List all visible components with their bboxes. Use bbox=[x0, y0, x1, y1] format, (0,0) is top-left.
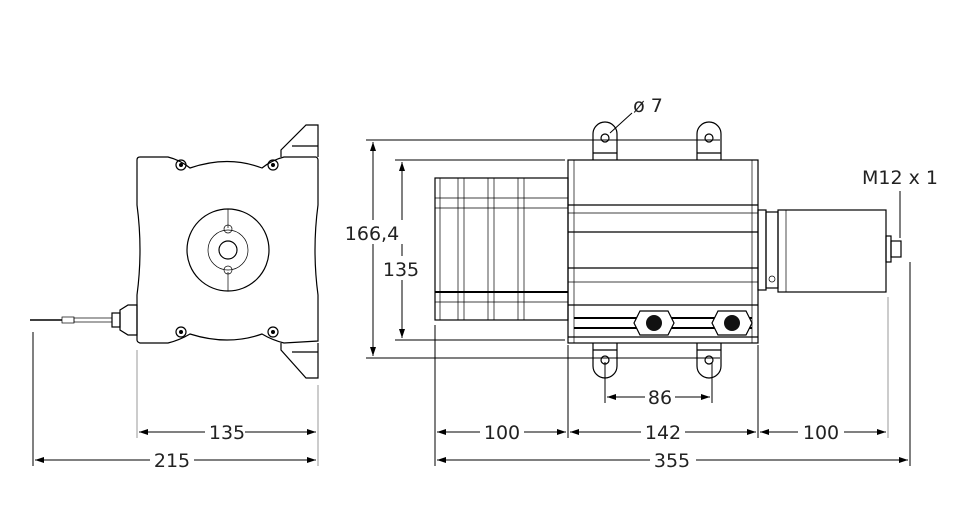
side-view bbox=[434, 121, 902, 379]
front-view bbox=[30, 124, 319, 379]
cable-and-gland bbox=[30, 304, 138, 336]
dim-front-width: 135 bbox=[209, 422, 245, 444]
corner-screws bbox=[175, 159, 279, 338]
encoder bbox=[757, 209, 902, 293]
main-housing bbox=[567, 159, 759, 344]
dim-drum-length: 100 bbox=[484, 422, 520, 444]
shaft bbox=[218, 240, 238, 260]
clamp-screw-icon bbox=[724, 315, 740, 331]
dim-overall-height: 166,4 bbox=[345, 223, 399, 245]
mounting-lugs bbox=[592, 121, 722, 379]
hub bbox=[207, 229, 249, 271]
mounting-ear-bottom bbox=[280, 343, 319, 379]
connector-label: M12 x 1 bbox=[862, 167, 938, 189]
dimension-lines bbox=[35, 142, 908, 463]
clamp-screw-icon bbox=[646, 315, 662, 331]
screw-icon bbox=[223, 224, 233, 234]
extension-lines bbox=[32, 112, 911, 466]
dim-front-total-width: 215 bbox=[154, 450, 190, 472]
dim-hole-diameter: ø 7 bbox=[633, 95, 663, 117]
mounting-ear-top bbox=[280, 124, 319, 157]
dim-hole-spacing: 86 bbox=[648, 387, 672, 409]
housing-outline bbox=[136, 156, 319, 344]
dim-body-length: 142 bbox=[645, 422, 681, 444]
dim-encoder-length: 100 bbox=[803, 422, 839, 444]
m12-connector bbox=[890, 240, 902, 258]
screw-icon bbox=[223, 265, 233, 275]
dim-body-height: 135 bbox=[383, 259, 419, 281]
dim-total-length: 355 bbox=[654, 450, 690, 472]
cable-drum bbox=[434, 177, 569, 321]
dimension-labels: 135 215 166,4 135 ø 7 86 100 142 100 355… bbox=[150, 95, 938, 472]
